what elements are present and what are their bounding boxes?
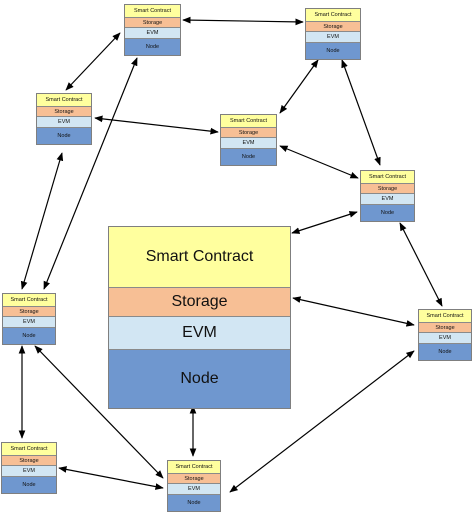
connection-arrow-bottom-center-to-right-middle (229, 350, 415, 493)
smart-contract-layer: Smart Contract (3, 294, 55, 307)
evm-layer: EVM (306, 32, 360, 43)
connection-arrow-top-right-to-center (279, 59, 319, 114)
smart-contract-layer: Smart Contract (168, 461, 220, 474)
storage-layer: Storage (109, 288, 290, 317)
node-layer: Node (37, 128, 91, 144)
peer-node-right-upper: Smart Contract Storage EVM Node (360, 170, 415, 222)
node-layer: Node (306, 43, 360, 59)
storage-layer: Storage (306, 22, 360, 32)
peer-node-right-middle: Smart Contract Storage EVM Node (418, 309, 472, 361)
connection-arrow-top-center-to-left-upper (65, 32, 121, 91)
smart-contract-layer: Smart Contract (306, 9, 360, 22)
storage-layer: Storage (125, 18, 180, 28)
evm-layer: EVM (221, 138, 276, 149)
evm-layer: EVM (109, 317, 290, 350)
evm-layer: EVM (168, 484, 220, 495)
node-layer: Node (361, 205, 414, 221)
connection-arrow-left-upper-to-center (94, 115, 219, 135)
peer-node-left-middle: Smart Contract Storage EVM Node (2, 293, 56, 345)
main-node: Smart Contract Storage EVM Node (108, 226, 291, 409)
evm-layer: EVM (419, 333, 471, 344)
storage-layer: Storage (168, 474, 220, 484)
storage-layer: Storage (3, 307, 55, 317)
smart-contract-layer: Smart Contract (109, 227, 290, 288)
evm-layer: EVM (361, 194, 414, 205)
evm-layer: EVM (2, 466, 56, 477)
smart-contract-layer: Smart Contract (419, 310, 471, 323)
smart-contract-layer: Smart Contract (221, 115, 276, 128)
connection-arrow-top-center-to-top-right (182, 16, 304, 26)
peer-node-top-right: Smart Contract Storage EVM Node (305, 8, 361, 60)
connection-arrow-bottom-left-to-bottom-center (58, 466, 164, 490)
smart-contract-layer: Smart Contract (361, 171, 414, 184)
connection-arrow-main-to-right-middle (292, 296, 415, 327)
peer-node-left-upper: Smart Contract Storage EVM Node (36, 93, 92, 145)
smart-contract-layer: Smart Contract (125, 5, 180, 18)
storage-layer: Storage (37, 107, 91, 117)
node-layer: Node (2, 477, 56, 493)
connection-arrow-left-upper-to-left-middle (20, 152, 64, 290)
evm-layer: EVM (125, 28, 180, 39)
node-layer: Node (419, 344, 471, 360)
node-layer: Node (3, 328, 55, 344)
node-layer: Node (125, 39, 180, 55)
node-layer: Node (168, 495, 220, 511)
storage-layer: Storage (361, 184, 414, 194)
peer-node-top-center: Smart Contract Storage EVM Node (124, 4, 181, 56)
evm-layer: EVM (37, 117, 91, 128)
storage-layer: Storage (419, 323, 471, 333)
connection-arrow-center-to-right-upper (279, 145, 359, 179)
node-layer: Node (109, 350, 290, 408)
evm-layer: EVM (3, 317, 55, 328)
node-layer: Node (221, 149, 276, 165)
connection-arrow-right-upper-to-right-middle (399, 222, 443, 307)
smart-contract-layer: Smart Contract (37, 94, 91, 107)
connection-arrow-left-middle-to-bottom-center (34, 345, 164, 479)
storage-layer: Storage (2, 456, 56, 466)
smart-contract-layer: Smart Contract (2, 443, 56, 456)
peer-node-bottom-left: Smart Contract Storage EVM Node (1, 442, 57, 494)
connection-arrow-right-upper-to-main (291, 211, 358, 234)
storage-layer: Storage (221, 128, 276, 138)
peer-node-bottom-center: Smart Contract Storage EVM Node (167, 460, 221, 512)
peer-node-center: Smart Contract Storage EVM Node (220, 114, 277, 166)
connection-arrow-top-right-to-right-upper (341, 59, 381, 166)
